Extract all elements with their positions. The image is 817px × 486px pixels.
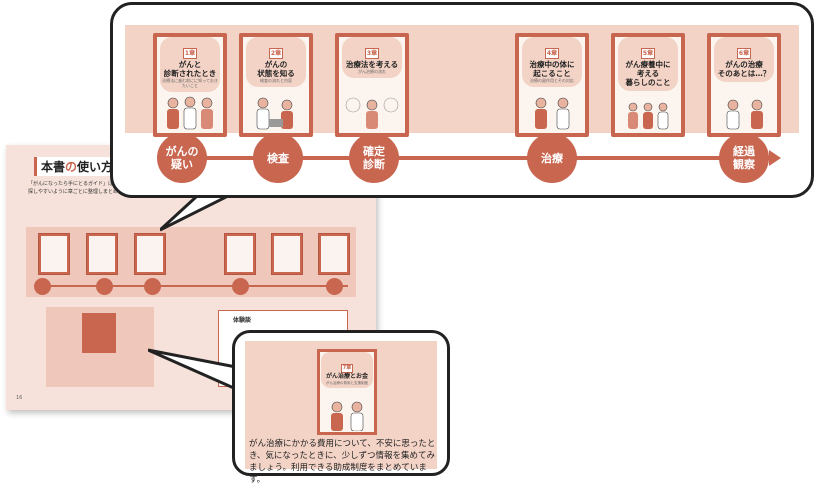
stage-num: 5章 bbox=[641, 48, 655, 59]
after-treatment-illustration bbox=[726, 99, 763, 130]
stage-sub: 検査の流れと内容 bbox=[260, 78, 292, 83]
stage-title: がん療養中に 考える 暮らしのこと bbox=[625, 60, 671, 87]
stage-sub: 治療の副作用とその対応 bbox=[530, 78, 574, 83]
callout-tail-bottom bbox=[148, 348, 240, 393]
stage-num: 6章 bbox=[737, 48, 751, 59]
timeline-arrow-icon bbox=[769, 150, 781, 166]
cost-description: がん治療にかかる費用について、不安に思ったとき、気になったときに、少しずつ情報を… bbox=[249, 439, 436, 485]
daily-life-illustration bbox=[628, 102, 669, 130]
cost-card-title: がん治療とお金 bbox=[325, 373, 368, 380]
mini-card-6 bbox=[318, 233, 350, 275]
timeline-dot-diagnosis: 確定 診断 bbox=[349, 133, 399, 183]
mini-cost-card bbox=[82, 313, 116, 353]
timeline-dot-treatment: 治療 bbox=[527, 133, 577, 183]
consultation-illustration bbox=[331, 401, 364, 431]
mini-card-3 bbox=[134, 233, 166, 275]
mini-dot-1 bbox=[34, 278, 51, 295]
patient-doctor-illustration bbox=[535, 97, 570, 130]
stage-num: 1章 bbox=[183, 48, 197, 59]
page-title: 本書の使い方 bbox=[34, 157, 118, 176]
mini-dot-5 bbox=[326, 278, 343, 295]
mini-stage-band bbox=[26, 227, 356, 297]
stage-card-2: 2章 がんの 状態を知る 検査の流れと内容 bbox=[239, 33, 313, 137]
stage-title: がんと 診断されたとき bbox=[163, 60, 217, 78]
mini-card-4 bbox=[224, 233, 256, 275]
patients-illustration bbox=[167, 96, 213, 130]
stage-card-3: 3章 治療法を考える がん治療の流れ bbox=[335, 33, 409, 137]
timeline-dot-suspicion: がんの 疑い bbox=[157, 133, 207, 183]
stage-card-6: 6章 がんの治療 そのあとは…？ bbox=[707, 33, 781, 137]
cost-card-sub: がん治療の費用と支援制度 bbox=[326, 381, 368, 385]
stage-num: 4章 bbox=[545, 48, 559, 59]
mini-dot-2 bbox=[96, 278, 113, 295]
examination-illustration bbox=[256, 97, 293, 130]
stage-card-4: 4章 治療中の体に 起こること 治療の副作用とその対応 bbox=[515, 33, 589, 137]
stage-sub: 治療法に進む前にに知っておきたいこと bbox=[162, 78, 218, 88]
stage-num: 2章 bbox=[269, 48, 283, 59]
timeline-dot-followup: 経過 観察 bbox=[719, 133, 769, 183]
mini-card-1 bbox=[38, 233, 70, 275]
cost-card-num: 7章 bbox=[341, 364, 353, 373]
page-number: 16 bbox=[16, 395, 23, 401]
stage-card-5: 5章 がん療養中に 考える 暮らしのこと bbox=[611, 33, 685, 137]
stage-title: 治療法を考える bbox=[345, 60, 399, 69]
experience-heading: 体験談 bbox=[233, 317, 252, 324]
mini-dot-4 bbox=[232, 278, 249, 295]
stage-band bbox=[125, 25, 799, 133]
mini-timeline bbox=[38, 285, 348, 287]
stage-title: がんの治療 そのあとは…？ bbox=[717, 60, 771, 78]
timeline-dot-exam: 検査 bbox=[253, 133, 303, 183]
mini-dot-3 bbox=[144, 278, 161, 295]
mini-card-2 bbox=[86, 233, 118, 275]
stage-title: がんの 状態を知る bbox=[257, 60, 295, 78]
stage-sub: がん治療の流れ bbox=[358, 69, 386, 74]
zoom-callout-stages: 1章 がんと 診断されたとき 治療法に進む前にに知っておきたいこと 2章 がんの… bbox=[110, 2, 814, 198]
stage-card-1: 1章 がんと 診断されたとき 治療法に進む前にに知っておきたいこと bbox=[153, 33, 227, 137]
mini-card-5 bbox=[271, 233, 303, 275]
zoom-callout-cost: 7章 がん治療とお金 がん治療の費用と支援制度 がん治療にかかる費用について、不… bbox=[232, 330, 450, 485]
stage-title: 治療中の体に 起こること bbox=[529, 60, 575, 78]
timeline-line bbox=[173, 156, 773, 160]
thinking-person-illustration bbox=[345, 97, 399, 129]
cost-card: 7章 がん治療とお金 がん治療の費用と支援制度 bbox=[317, 349, 377, 435]
mini-cost-panel bbox=[46, 307, 154, 387]
stage-num: 3章 bbox=[365, 48, 379, 59]
